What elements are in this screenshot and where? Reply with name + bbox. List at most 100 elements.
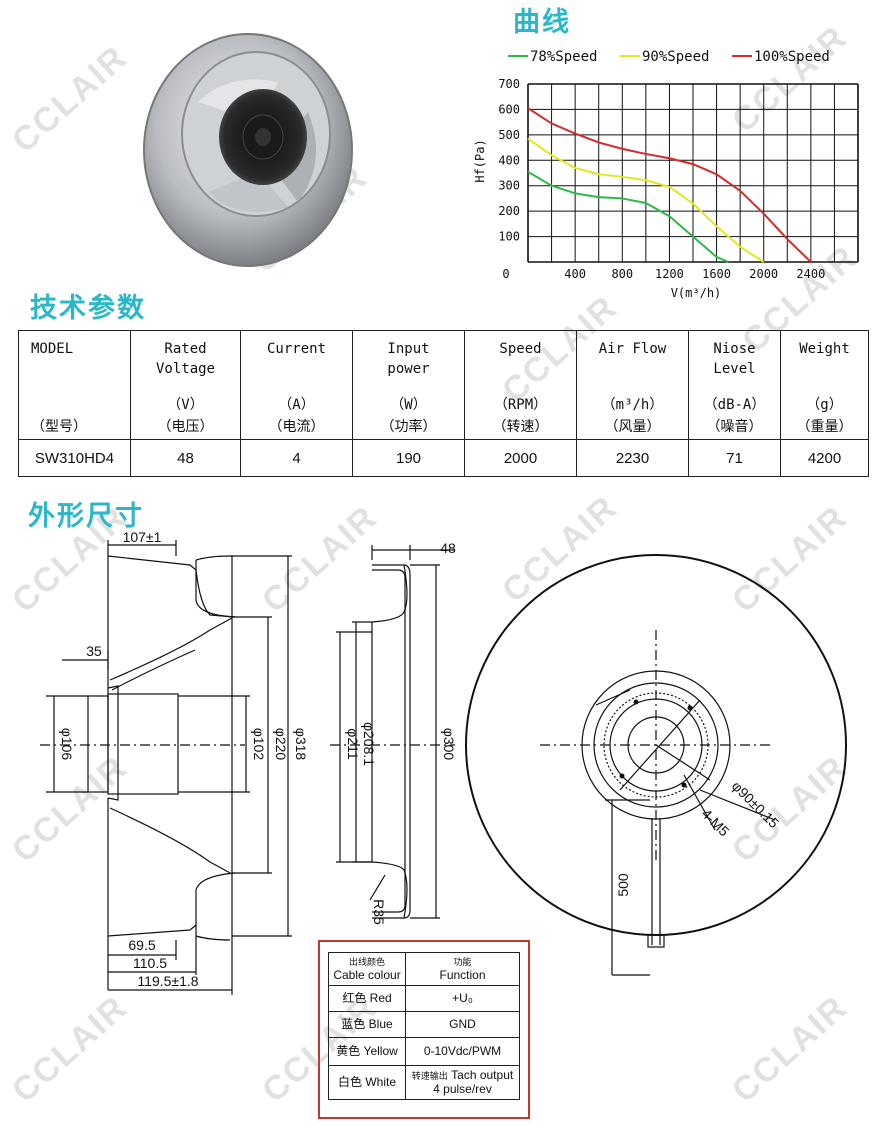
chart-x-tick-label: 1200 [655, 267, 684, 281]
spec-header-label-line: Weight [799, 341, 850, 357]
spec-header-cell: Input power （W） （功率） [352, 330, 465, 440]
chart-y-tick-label: 700 [498, 77, 520, 91]
spec-value-cell: 2230 [576, 439, 689, 477]
curve-section-title: 曲线 [513, 7, 571, 38]
spec-header-cn: （型号） [31, 419, 87, 435]
chart-series-line [527, 137, 765, 263]
chart-y-tick-label: 200 [498, 204, 520, 218]
cable-colour-cell: 白色 White [328, 1065, 406, 1100]
spec-header-label-line: Current [266, 341, 326, 357]
spec-header-cell: Weight（g）（重量） [780, 330, 869, 440]
chart-legend-label: 90%Speed [642, 49, 709, 65]
cable-colour-cell: 红色 Red [328, 985, 406, 1012]
cable-row: 黄色 Yellow 0-10Vdc/PWM [328, 1037, 520, 1066]
cable-colour-en: Blue [368, 1017, 393, 1031]
spec-header-label: Speed [465, 339, 576, 359]
dim-211: φ211 [345, 728, 361, 760]
spec-header-cn: （转速） [492, 419, 549, 435]
spec-header-cell: MODEL （型号） [18, 330, 131, 440]
spec-header-label-line: Voltage [155, 361, 215, 377]
spec-header-cn: （重量） [796, 419, 853, 435]
chart-x-tick-label: 0 [502, 267, 509, 281]
chart-legend-label: 78%Speed [530, 49, 597, 65]
spec-header-label-line: Air Flow [598, 341, 667, 357]
spec-value-cell: SW310HD4 [18, 439, 131, 477]
chart-series-line [527, 107, 812, 263]
cable-function-cell: GND [405, 1011, 520, 1038]
cable-header-left-cn: 出线颜色 [348, 957, 385, 967]
chart-series [527, 107, 812, 263]
spec-header-unit: （RPM） [493, 397, 548, 413]
cable-row: 蓝色 Blue GND [328, 1011, 520, 1038]
dim-318: φ318 [293, 728, 309, 761]
cable-header-right-en: Function [439, 968, 486, 982]
cable-header-left-en: Cable colour [333, 968, 401, 982]
cable-colour-cn: 白色 [337, 1075, 362, 1089]
spec-header-label-line: Speed [499, 341, 542, 357]
cable-function-cell: +U₀ [405, 985, 520, 1012]
cable-row: 红色 Red +U₀ [328, 985, 520, 1012]
dim-119-5: 119.5±1.8 [137, 973, 198, 989]
dim-69-5: 69.5 [128, 937, 155, 953]
spec-header-unit: （dB-A） [703, 397, 766, 413]
chart-y-tick-label: 100 [498, 230, 520, 244]
dims-section-title: 外形尺寸 [28, 501, 144, 532]
cable-function-line2: 4 pulse/rev [433, 1082, 492, 1096]
spec-header-cn: （功率） [380, 419, 437, 435]
spec-value-cell: 4 [240, 439, 353, 477]
spec-value-cell: 4200 [780, 439, 869, 477]
dimension-drawings: 107±1 35 φ106 φ102 φ220 φ318 69.5 110.5 … [40, 529, 847, 995]
spec-value-cell: 71 [688, 439, 781, 477]
spec-header-label-line: Input [387, 341, 430, 357]
spec-header-label-line: Level [713, 361, 756, 377]
chart-x-tick-label: 800 [611, 267, 633, 281]
spec-header-cn: （风量） [604, 419, 661, 435]
dim-300: φ300 [441, 728, 457, 761]
dim-220: φ220 [273, 728, 289, 761]
dim-r35: R35 [371, 899, 387, 925]
cable-colour-cell: 黄色 Yellow [328, 1037, 406, 1066]
cable-colour-en: Yellow [363, 1044, 398, 1058]
dim-35: 35 [86, 643, 102, 659]
spec-header-label-line: MODEL [31, 341, 74, 357]
spec-header-label: Input power [353, 339, 464, 379]
dim-48: 48 [440, 540, 456, 556]
dim-106: φ106 [59, 728, 75, 761]
cable-header-right-cn: 功能 [453, 957, 472, 967]
spec-header-label: Air Flow [577, 339, 688, 359]
spec-header-cn: （电流） [268, 419, 325, 435]
chart-x-axis-label: V(m³/h) [671, 286, 722, 300]
spec-value-cell: 48 [130, 439, 241, 477]
spec-header-label-line: Rated [164, 341, 207, 357]
cable-header-left: 出线颜色 Cable colour [328, 952, 406, 986]
chart-series-line [527, 170, 729, 263]
spec-header-label: Current [241, 339, 352, 359]
watermark: CCLAIR [4, 38, 135, 161]
cable-header-right: 功能 Function [405, 952, 520, 986]
cable-function-en: Tach output [451, 1068, 514, 1082]
cable-colour-en: White [365, 1075, 397, 1089]
cable-colour-box: 出线颜色 Cable colour 功能 Function 红色 Red +U₀… [318, 940, 530, 1119]
spec-header-cell: Air Flow（m³/h）（风量） [576, 330, 689, 440]
chart-y-tick-label: 300 [498, 179, 520, 193]
dim-208-1: φ208.1 [361, 722, 377, 766]
chart-y-axis-label: Hf(Pa) [473, 139, 487, 182]
spec-header-label: MODEL [19, 339, 130, 359]
spec-header-cell: Speed （RPM） （转速） [464, 330, 577, 440]
spec-header-cn: （电压） [157, 419, 214, 435]
spec-header-cell: Current（A）（电流） [240, 330, 353, 440]
spec-value-cell: 190 [352, 439, 465, 477]
cable-table-header: 出线颜色 Cable colour 功能 Function [328, 952, 520, 986]
spec-header-unit: （V） [167, 397, 204, 413]
spec-header-label-line: Niose [713, 341, 756, 357]
chart-x-tick-label: 2000 [749, 267, 778, 281]
spec-header-label-line: power [387, 361, 430, 377]
spec-header-unit: （W） [390, 397, 427, 413]
chart-x-tick-label: 2400 [796, 267, 825, 281]
